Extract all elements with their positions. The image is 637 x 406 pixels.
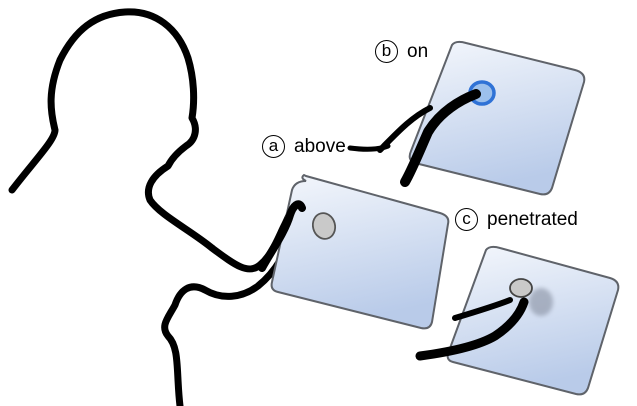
penetration-shadow — [529, 288, 553, 316]
hand-on — [400, 89, 481, 187]
panel-on — [347, 40, 586, 196]
label-c-text: penetrated — [487, 208, 578, 230]
label-c-badge: c — [455, 208, 478, 231]
label-b-text: on — [407, 40, 429, 62]
hand-penetrated — [415, 297, 529, 361]
label-a-badge: a — [262, 135, 285, 158]
hand-above — [258, 200, 306, 272]
panel-penetrated — [415, 245, 620, 396]
label-on: b on — [375, 40, 428, 63]
panel-above — [258, 173, 450, 330]
person-silhouette — [8, 8, 304, 406]
label-penetrated: c penetrated — [455, 208, 578, 231]
label-b-badge: b — [375, 40, 398, 63]
label-a-text: above — [294, 135, 346, 157]
gray-target-icon — [311, 212, 337, 240]
label-above: a above — [262, 135, 346, 158]
gray-target-icon — [509, 278, 533, 298]
